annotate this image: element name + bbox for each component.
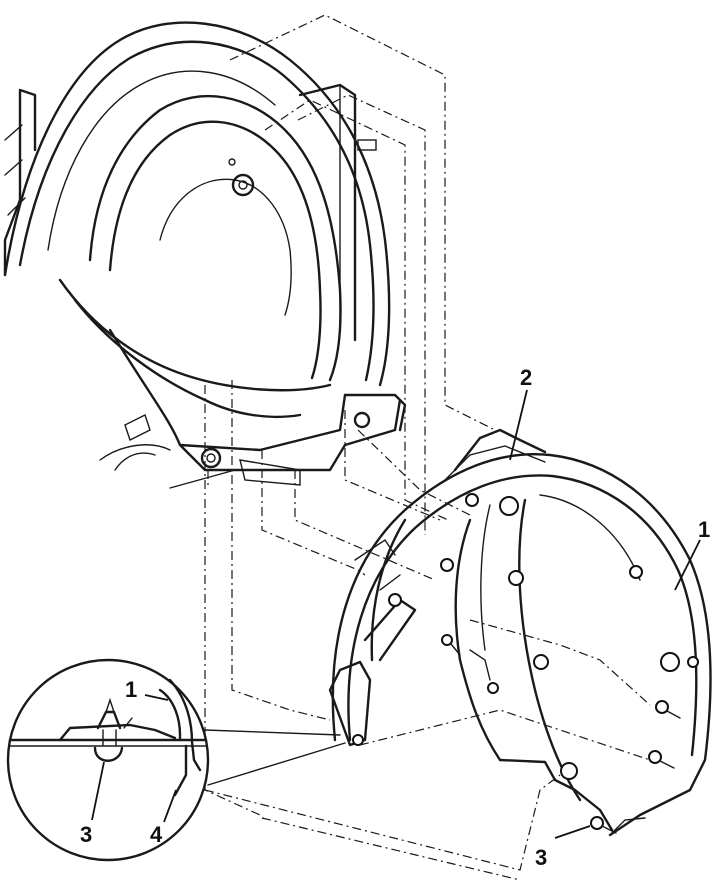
callout-3: 3: [535, 845, 547, 870]
body-wheelhouse: [3, 21, 407, 489]
assembly-guide-lines: [204, 14, 651, 881]
fender-liner: [328, 428, 712, 837]
screw-icon: [441, 634, 461, 656]
screw-icon: [655, 700, 681, 719]
screw-icon: [648, 750, 675, 769]
callout-leaders: [91, 389, 701, 839]
detail-callout-1: 1: [125, 677, 137, 702]
clip-icon: [93, 697, 133, 762]
screw-icon: [687, 656, 699, 668]
screw-set: [441, 634, 699, 834]
detail-callout-4: 4: [150, 822, 163, 847]
callout-2: 2: [520, 365, 532, 390]
callout-1: 1: [698, 517, 710, 542]
detail-view: [6, 658, 346, 862]
detail-callout-3: 3: [80, 822, 92, 847]
screw-icon: [590, 816, 617, 834]
